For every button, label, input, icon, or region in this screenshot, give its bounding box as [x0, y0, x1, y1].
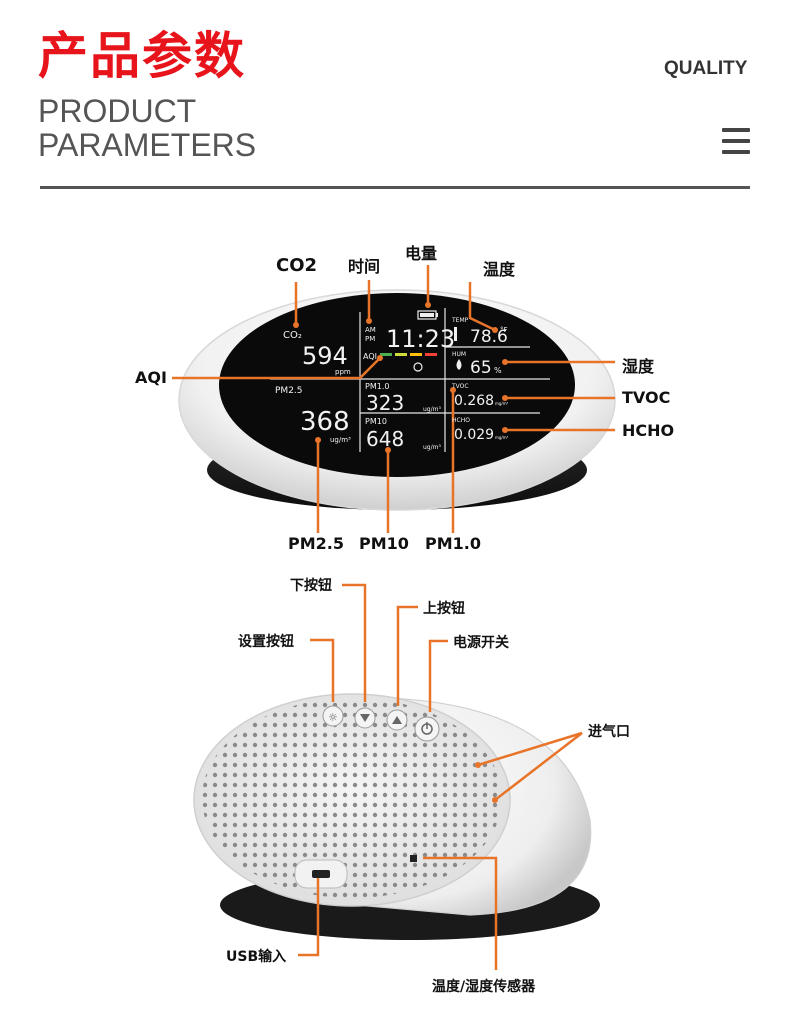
quality-label: QUALITY [664, 58, 748, 79]
label-tvoc: TVOC [622, 388, 671, 407]
aqi-face-icon [413, 362, 423, 372]
page-title-cn: 产品参数 [38, 27, 246, 85]
title-en-line2: PARAMETERS [38, 127, 257, 163]
screen-time: 11:23 [386, 325, 455, 353]
screen-am: AM [365, 326, 376, 334]
title-en-line1: PRODUCT [38, 93, 197, 129]
label-aqi: AQI [135, 368, 167, 387]
gear-icon: ☼ [328, 711, 338, 724]
label-power-switch: 电源开关 [453, 635, 509, 651]
screen-hcho-unit: mg/m³ [495, 435, 509, 440]
label-battery: 电量 [405, 244, 438, 263]
screen-co2-unit: ppm [335, 368, 351, 376]
screen-temp-value: 78.6 [470, 327, 508, 347]
screen-pm1-unit: ug/m³ [423, 406, 441, 413]
back-device-illustration: ☼ [193, 583, 600, 970]
screen-temp-unit: °F [500, 326, 508, 334]
screen-pm25-value: 368 [300, 407, 350, 437]
label-usb-input: USB输入 [226, 949, 287, 965]
header-divider [40, 186, 750, 189]
label-temperature: 温度 [483, 260, 516, 279]
air-vent-holes [202, 698, 502, 898]
screen-pm10-value: 648 [366, 427, 404, 451]
front-device-illustration: CO₂ 594 ppm AM PM 11:23 AQI TEMP 78.6 °F… [172, 265, 616, 533]
down-arrow-icon [360, 714, 370, 722]
screen-aqi-label: AQI [363, 352, 377, 361]
thermometer-icon [454, 327, 457, 341]
screen-co2-value: 594 [302, 342, 348, 370]
label-down-button: 下按钮 [290, 578, 332, 594]
screen-hcho-value: 0.029 [454, 427, 494, 443]
menu-icon[interactable] [722, 128, 750, 156]
screen-pm1-value: 323 [366, 391, 404, 415]
droplet-icon [456, 359, 462, 370]
back-callout-lines [298, 583, 583, 970]
screen-pm10-unit: ug/m³ [423, 444, 441, 451]
screen-temp-label: TEMP [451, 317, 469, 324]
label-pm10: PM10 [359, 534, 409, 553]
up-arrow-icon [392, 716, 402, 724]
label-up-button: 上按钮 [423, 601, 465, 617]
screen-tvoc-label: TVOC [451, 383, 469, 390]
label-time: 时间 [348, 257, 381, 276]
aqi-color-bar [380, 353, 437, 356]
screen-co2-label: CO₂ [283, 330, 302, 341]
device-screen [219, 293, 575, 477]
screen-pm: PM [365, 335, 375, 343]
screen-pm1-label: PM1.0 [365, 382, 389, 391]
label-sensor: 温度/湿度传感器 [432, 979, 536, 995]
label-pm25: PM2.5 [288, 534, 344, 553]
sensor-hole [410, 855, 417, 862]
label-humidity: 湿度 [622, 357, 655, 376]
screen-pm10-label: PM10 [365, 417, 387, 426]
label-pm1: PM1.0 [425, 534, 481, 553]
top-buttons: ☼ [322, 705, 440, 742]
screen-tvoc-unit: mg/m³ [495, 401, 509, 406]
screen-pm25-label: PM2.5 [275, 386, 303, 396]
screen-hcho-label: HCHO [452, 417, 470, 424]
screen-hum-unit: % [494, 366, 502, 375]
screen-hum-label: HUM [452, 351, 466, 358]
front-callout-lines [172, 265, 615, 533]
label-hcho: HCHO [622, 421, 675, 440]
screen-pm25-unit: ug/m³ [330, 436, 351, 444]
label-co2: CO2 [276, 255, 318, 276]
callout-dots [293, 302, 508, 453]
screen-tvoc-value: 0.268 [454, 393, 494, 409]
label-settings-button: 设置按钮 [238, 634, 294, 650]
label-air-inlet: 进气口 [588, 724, 630, 740]
usb-port [294, 859, 348, 889]
screen-hum-value: 65 [470, 358, 492, 378]
page-title-en: PRODUCT PARAMETERS [38, 94, 256, 162]
battery-icon [417, 310, 438, 320]
